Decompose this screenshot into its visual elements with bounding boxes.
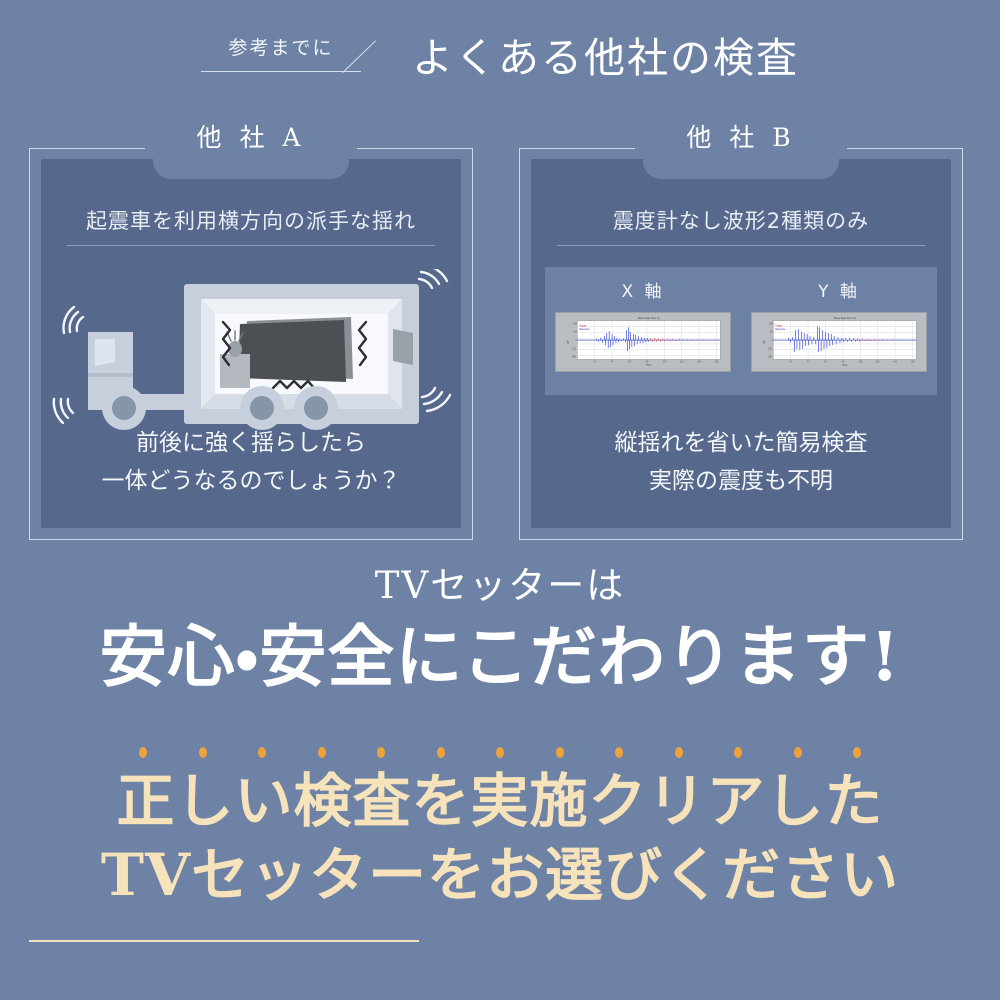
svg-text:Time: Time — [646, 364, 652, 367]
cta-emphasis-dot — [615, 746, 623, 758]
card-b-notch — [643, 159, 839, 179]
svg-text:300: 300 — [769, 324, 774, 326]
svg-text:gal: gal — [763, 340, 766, 344]
cta-emphasis-dot — [436, 746, 445, 758]
waveform-panel: X 軸 Wave Data Time (s) gal Time — [545, 267, 937, 395]
svg-text:300: 300 — [573, 324, 578, 326]
svg-text:20: 20 — [789, 361, 792, 363]
svg-text:160: 160 — [715, 361, 720, 363]
svg-text:Time: Time — [842, 364, 848, 367]
svg-text:40: 40 — [807, 361, 810, 363]
cta-emphasis-dots — [0, 744, 1000, 760]
card-b-subtitle: 震度計なし波形2種類のみ — [612, 209, 870, 233]
waveform-y-chart: Wave Data Time (s) gal Time 300 150 0 -150… — [751, 312, 927, 372]
competitor-cards: 他 社 A 起震車を利用横方向の派手な揺れ — [0, 118, 1000, 548]
reference-tag: 参考までに — [201, 29, 386, 83]
cta-block: 正しい検査を実施クリアした TVセッターをお選びください — [0, 744, 1000, 942]
svg-text:-150: -150 — [571, 349, 576, 351]
svg-text:-150: -150 — [767, 349, 772, 351]
waveform-x-label: X 軸 — [621, 282, 665, 302]
svg-text:Trigger: Trigger — [579, 326, 586, 328]
earthquake-truck-illustration — [41, 263, 461, 444]
reference-tag-rule — [201, 71, 361, 72]
svg-text:80: 80 — [842, 361, 845, 363]
cta-emphasis-dot — [674, 746, 683, 758]
cta-emphasis-dot — [198, 746, 207, 758]
waveform-x: X 軸 Wave Data Time (s) gal Time — [555, 277, 731, 372]
svg-text:150: 150 — [573, 331, 578, 333]
svg-text:150: 150 — [769, 331, 774, 333]
cta-emphasis-dot — [853, 746, 861, 758]
cta-line-1: 正しい検査を実施クリアした — [116, 767, 884, 835]
card-a-badge: 他 社 A — [196, 123, 306, 152]
card-b-panel: 震度計なし波形2種類のみ X 軸 Wave Data Time (s) — [531, 159, 951, 528]
waveform-y: Y 軸 Wave Data Time (s) gal Time — [751, 277, 927, 372]
svg-text:0: 0 — [575, 340, 577, 342]
svg-text:Response: Response — [579, 329, 590, 331]
cta-emphasis-dot — [317, 746, 326, 758]
svg-text:-300: -300 — [571, 356, 576, 358]
reference-tag-label: 参考までに — [228, 37, 334, 59]
cta-emphasis-dot — [139, 746, 147, 758]
page-title: よくある他社の検査 — [412, 34, 799, 82]
cta-emphasis-dot — [555, 746, 564, 758]
svg-text:100: 100 — [662, 361, 667, 363]
cta-underline — [29, 940, 419, 942]
svg-text:120: 120 — [680, 361, 685, 363]
card-a-subtitle: 起震車を利用横方向の派手な揺れ — [86, 209, 416, 233]
svg-text:60: 60 — [824, 361, 827, 363]
svg-text:140: 140 — [893, 361, 898, 363]
page-header: 参考までに よくある他社の検査 — [0, 0, 1000, 112]
card-a-notch — [153, 159, 349, 179]
svg-text:0: 0 — [771, 340, 773, 342]
svg-text:160: 160 — [911, 361, 916, 363]
cta-emphasis-dot — [793, 746, 802, 758]
competitor-card-b: 他 社 B 震度計なし波形2種類のみ X 軸 Wave — [519, 123, 963, 540]
svg-text:140: 140 — [697, 361, 702, 363]
svg-text:Wave Data Time (s): Wave Data Time (s) — [638, 317, 660, 320]
card-b-badge: 他 社 B — [686, 123, 796, 152]
card-b-caption: 縦揺れを省いた簡易検査 実際の震度も不明 — [614, 430, 868, 494]
headline-small: TVセッターは — [374, 564, 626, 607]
svg-text:120: 120 — [876, 361, 881, 363]
card-a-caption: 前後に強く揺らしたら 一体どうなるのでしょうか？ — [101, 430, 401, 494]
competitor-card-a: 他 社 A 起震車を利用横方向の派手な揺れ — [29, 123, 473, 540]
svg-text:80: 80 — [646, 361, 649, 363]
card-a-panel: 起震車を利用横方向の派手な揺れ — [41, 159, 461, 528]
svg-text:-300: -300 — [767, 356, 772, 358]
cta-emphasis-dot — [258, 746, 266, 758]
card-a-subtitle-rule — [67, 245, 435, 246]
svg-text:Wave Data Time (s): Wave Data Time (s) — [834, 317, 856, 320]
headline-big: 安心・安全にこだわります! — [99, 617, 901, 696]
cta-emphasis-dot — [377, 746, 385, 758]
svg-text:20: 20 — [593, 361, 596, 363]
main-headline: TVセッターは 安心・安全にこだわります! — [0, 558, 1000, 700]
svg-text:40: 40 — [611, 361, 614, 363]
waveform-y-label: Y 軸 — [818, 282, 860, 302]
svg-text:60: 60 — [628, 361, 631, 363]
cta-emphasis-dot — [734, 746, 742, 758]
svg-text:Response: Response — [775, 329, 786, 331]
svg-text:Trigger: Trigger — [775, 326, 782, 328]
card-b-subtitle-rule — [557, 245, 925, 246]
svg-text:100: 100 — [858, 361, 863, 363]
cta-line-2: TVセッターをお選びください — [100, 841, 900, 909]
svg-text:gal: gal — [567, 340, 570, 344]
cta-emphasis-dot — [496, 746, 504, 758]
waveform-x-chart: Wave Data Time (s) gal Time 300 150 0 -150… — [555, 312, 731, 372]
